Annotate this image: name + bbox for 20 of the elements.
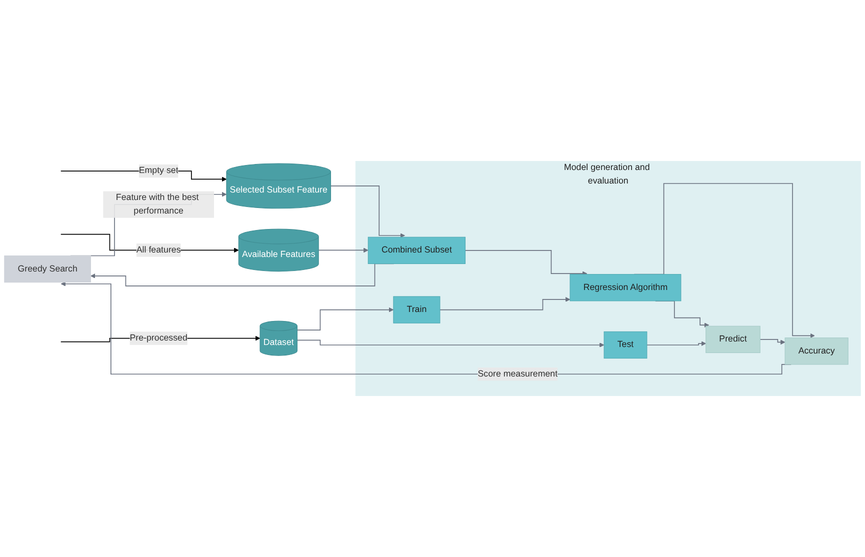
arrow <box>318 248 368 253</box>
edge-label: Feature with the best performance <box>116 192 199 216</box>
node-box: Greedy Search <box>4 255 91 283</box>
arrow <box>330 186 406 238</box>
edge-label: Score measurement <box>478 369 558 379</box>
arrow <box>646 341 706 346</box>
edge-label: All features <box>136 245 181 255</box>
arrow <box>296 307 394 330</box>
arrow <box>464 250 588 276</box>
arrow <box>760 339 786 345</box>
node-box: Predict <box>706 326 760 354</box>
edge-label: Empty set <box>138 166 178 176</box>
edge-label: Pre-processed <box>130 333 188 343</box>
node-box: Train <box>393 296 440 324</box>
node-box: Regression Algorithm <box>570 274 682 302</box>
node-box: Accuracy <box>784 338 848 365</box>
arrow <box>440 297 570 310</box>
node-box: Test <box>604 331 648 359</box>
arrow <box>296 340 604 348</box>
node-box: Combined Subset <box>368 236 466 264</box>
